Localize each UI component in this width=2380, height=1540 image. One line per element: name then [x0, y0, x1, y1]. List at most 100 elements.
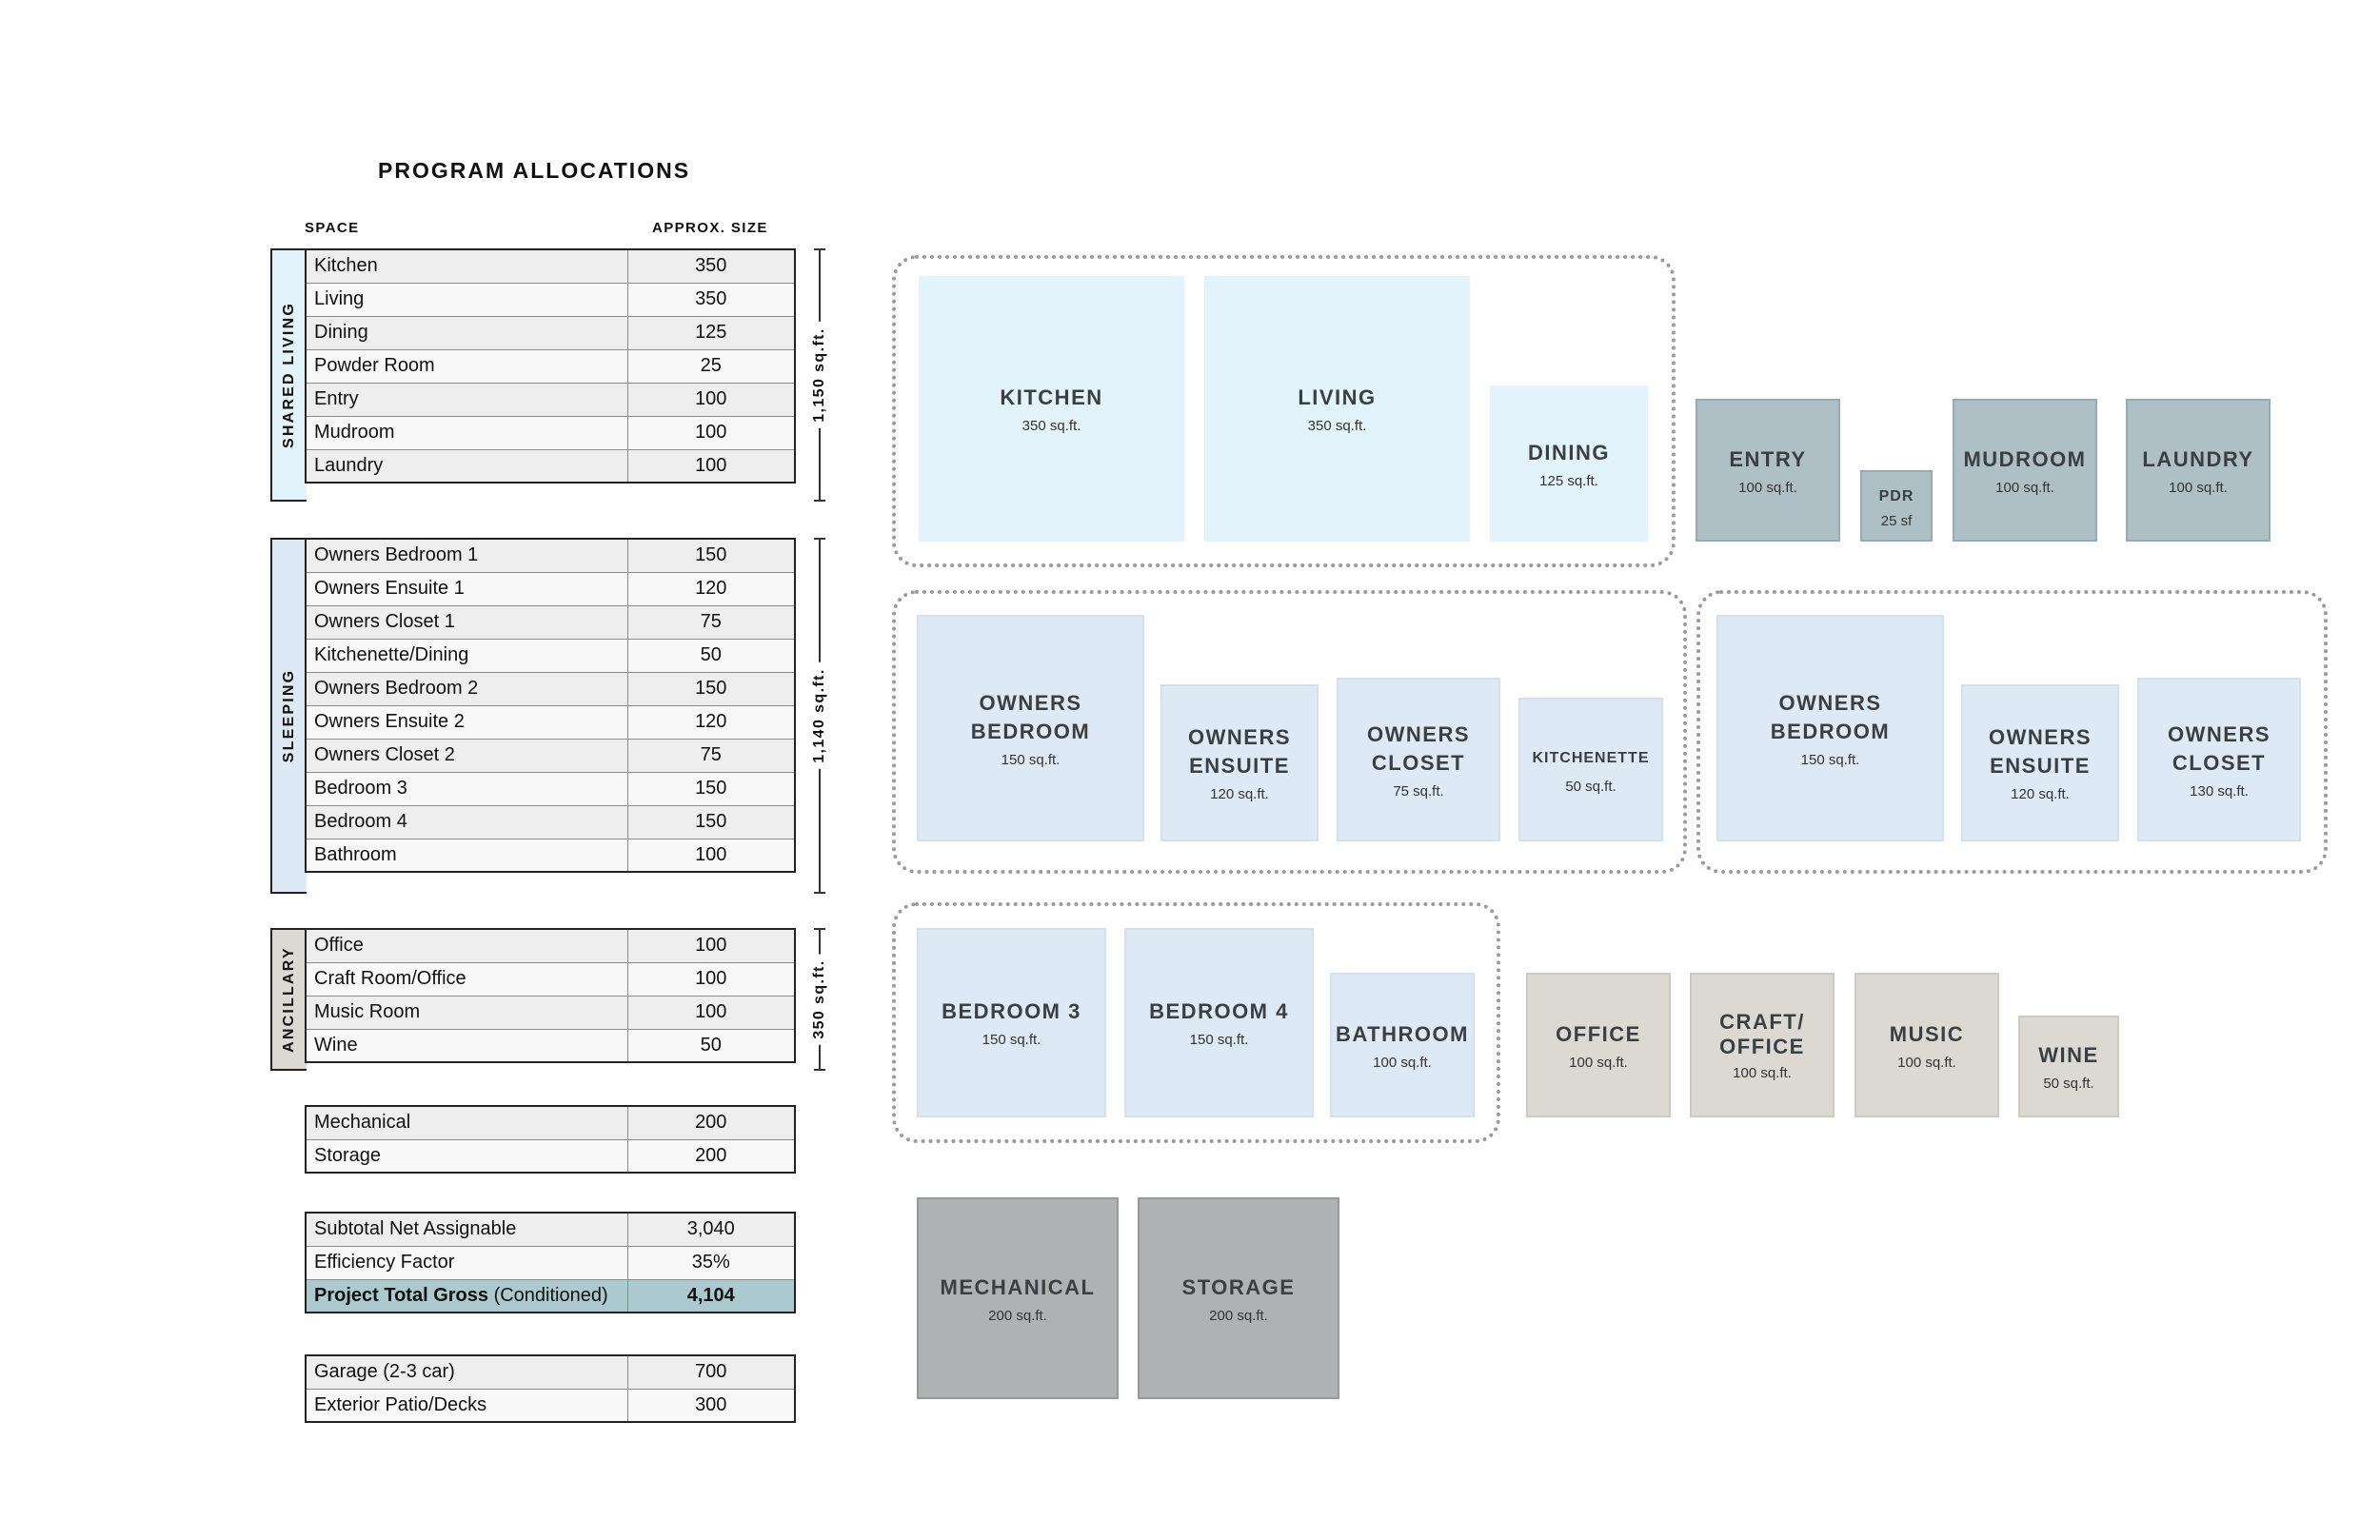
page-title: PROGRAM ALLOCATIONS [378, 158, 691, 183]
space-size: 700 [626, 1354, 796, 1390]
room-bedroom-4: BEDROOM 4 150 sq.ft. [1124, 928, 1314, 1117]
space-size: 3,040 [626, 1212, 796, 1247]
space-name: Mudroom [305, 415, 628, 450]
space-name: Owners Ensuite 1 [305, 571, 628, 606]
space-size: 150 [626, 804, 796, 839]
room-kitchen: KITCHEN 350 sq.ft. [919, 276, 1184, 542]
room-name: OWNERS ENSUITE [1989, 725, 2092, 778]
room-living: LIVING 350 sq.ft. [1204, 276, 1470, 542]
space-size: 4,104 [626, 1278, 796, 1313]
space-size: 350 [626, 248, 796, 284]
space-name: Owners Ensuite 2 [305, 704, 628, 740]
room-name: WINE [2038, 1043, 2099, 1067]
space-name: Subtotal Net Assignable [305, 1212, 628, 1247]
room-name: MUDROOM [1963, 446, 2087, 471]
category-label: ANCILLARY [281, 946, 297, 1053]
space-name: Mechanical [305, 1105, 628, 1140]
room-owners-bedroom-2: OWNERS BEDROOM 150 sq.ft. [1716, 615, 1944, 841]
dimension-sleeping: 1,140 sq.ft. [811, 538, 828, 894]
space-name: Exterior Patio/Decks [305, 1388, 628, 1423]
space-size: 150 [626, 538, 796, 573]
group-outline-owners-suite-1 [892, 590, 1687, 874]
space-name: Laundry [305, 448, 628, 484]
space-name: Storage [305, 1138, 628, 1174]
space-name: Bathroom [305, 838, 628, 873]
space-name: Efficiency Factor [305, 1245, 628, 1280]
room-size: 25 sf [1880, 513, 1913, 529]
space-size: 100 [626, 928, 796, 963]
space-name: Owners Closet 2 [305, 738, 628, 773]
space-name: Project Total Gross (Conditioned) [305, 1278, 628, 1313]
space-size: 300 [626, 1388, 796, 1423]
room-name: BATHROOM [1336, 1021, 1469, 1046]
room-name: LIVING [1298, 385, 1377, 409]
room-name: BEDROOM 3 [942, 999, 1081, 1023]
total-label-rest: (Conditioned) [488, 1284, 608, 1306]
category-label: SHARED LIVING [281, 302, 297, 448]
room-name: OWNERS BEDROOM [1770, 690, 1891, 743]
room-size: 100 sq.ft. [1733, 1064, 1792, 1081]
space-name: Office [305, 928, 628, 963]
space-name: Powder Room [305, 348, 628, 384]
space-name: Owners Closet 1 [305, 604, 628, 640]
room-size: 100 sq.ft. [2169, 479, 2228, 496]
space-name: Owners Bedroom 2 [305, 671, 628, 706]
dimension-ancillary: 350 sq.ft. [811, 928, 828, 1071]
room-name: LAUNDRY [2142, 446, 2254, 471]
space-name: Living [305, 282, 628, 317]
room-entry: ENTRY 100 sq.ft. [1696, 399, 1840, 542]
column-header-size: APPROX. SIZE [652, 220, 768, 236]
room-size: 125 sq.ft. [1539, 472, 1598, 489]
space-name: Dining [305, 315, 628, 350]
room-size: 150 sq.ft. [1001, 751, 1061, 768]
category-shared-living: SHARED LIVING [270, 248, 307, 502]
space-name: Entry [305, 382, 628, 417]
space-size: 125 [626, 315, 796, 350]
space-size: 350 [626, 282, 796, 317]
room-size: 200 sq.ft. [988, 1307, 1047, 1324]
category-label: SLEEPING [281, 668, 297, 763]
room-size: 75 sq.ft. [1393, 782, 1444, 800]
space-size: 50 [626, 1028, 796, 1063]
table-row-total: Project Total Gross (Conditioned) 4,104 [305, 1278, 796, 1313]
room-size: 100 sq.ft. [1738, 479, 1797, 496]
room-name: MUSIC [1889, 1021, 1965, 1046]
room-size: 120 sq.ft. [1210, 786, 1269, 802]
space-size: 100 [626, 838, 796, 873]
room-name: CRAFT/ OFFICE [1719, 1009, 1805, 1058]
space-name: Wine [305, 1028, 628, 1063]
room-owners-bedroom-1: OWNERS BEDROOM 150 sq.ft. [917, 615, 1144, 841]
room-owners-ensuite-1: OWNERS ENSUITE 120 sq.ft. [1160, 684, 1319, 841]
room-size: 50 sq.ft. [2043, 1076, 2094, 1092]
room-size: 130 sq.ft. [2190, 782, 2249, 800]
room-name: OWNERS ENSUITE [1188, 725, 1291, 778]
space-name: Music Room [305, 995, 628, 1030]
space-name: Owners Bedroom 1 [305, 538, 628, 573]
space-size: 120 [626, 704, 796, 740]
space-size: 100 [626, 995, 796, 1030]
room-size: 100 sq.ft. [1995, 479, 2054, 496]
room-bedroom-3: BEDROOM 3 150 sq.ft. [917, 928, 1106, 1117]
room-size: 50 sq.ft. [1565, 779, 1616, 795]
room-size: 120 sq.ft. [2011, 786, 2070, 802]
room-name: DINING [1528, 440, 1610, 464]
room-name: OWNERS CLOSET [1367, 721, 1470, 775]
dimension-shared-living: 1,150 sq.ft. [811, 248, 828, 502]
